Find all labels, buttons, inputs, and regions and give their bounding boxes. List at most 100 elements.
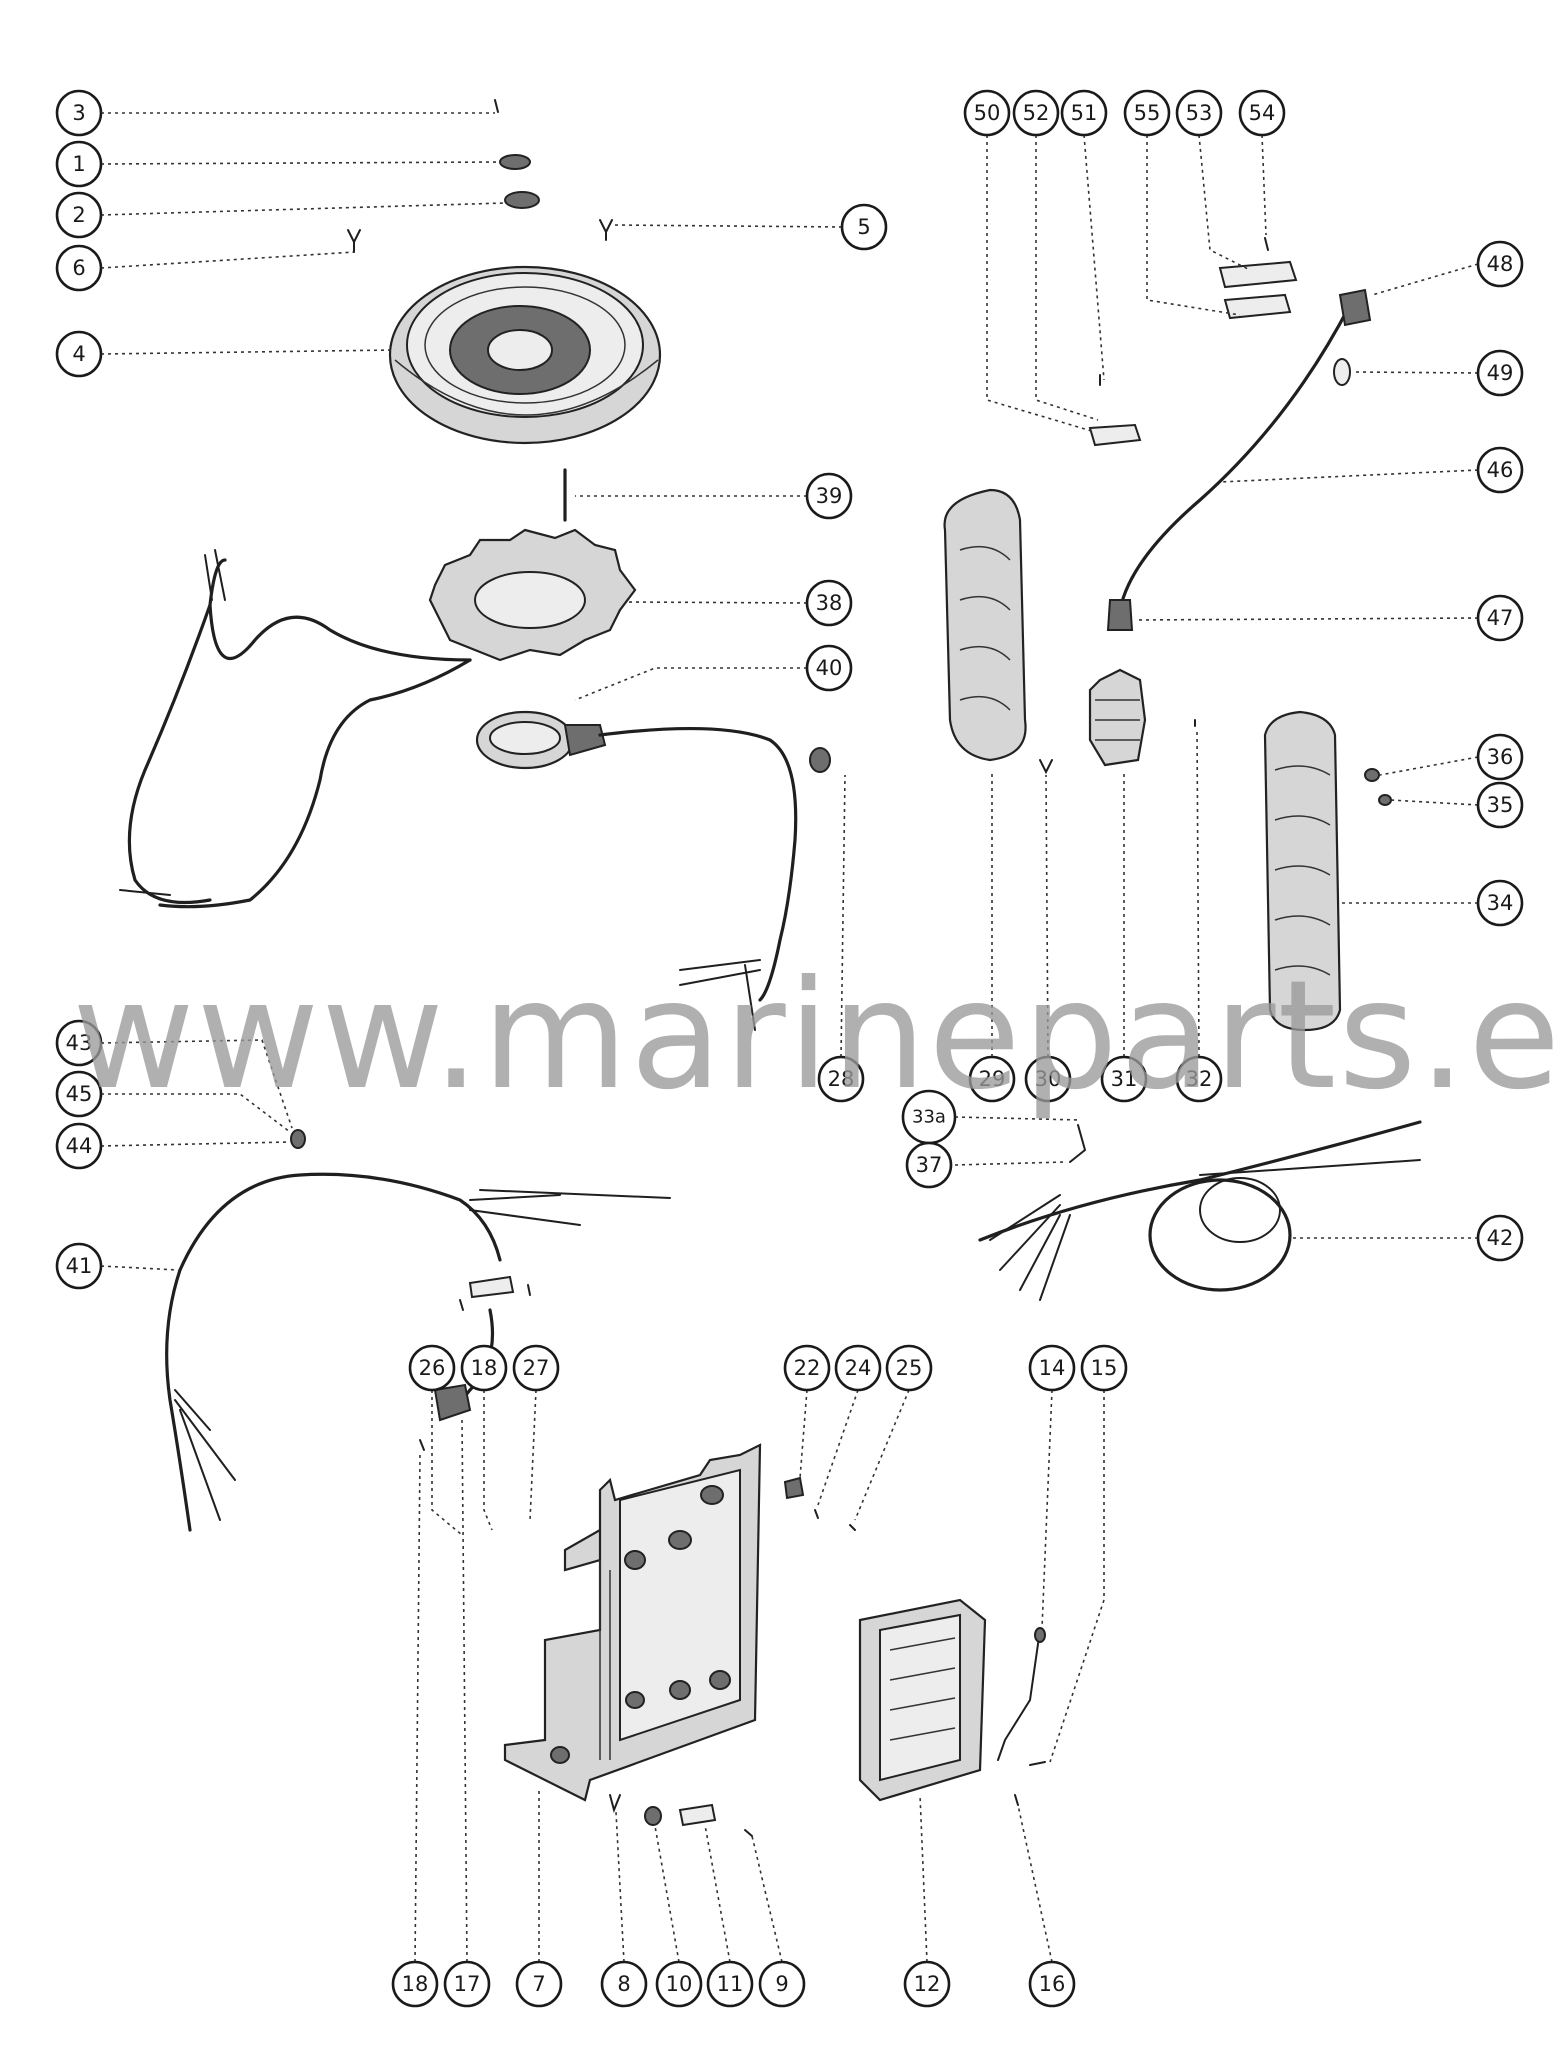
small-hardware-center-part [459, 1275, 856, 1531]
callout-label: 53 [1186, 101, 1213, 125]
callout-label: 28 [828, 1067, 855, 1091]
callout-label: 2 [72, 203, 85, 227]
callout-label: 17 [454, 1972, 481, 1996]
bottom-hardware-part [609, 1794, 753, 1837]
callout-39: 39 [805, 472, 853, 520]
callout-label: 29 [979, 1067, 1006, 1091]
screw-30-part [1039, 759, 1053, 775]
callout-32: 32 [1175, 1055, 1223, 1103]
callout-label: 42 [1487, 1226, 1514, 1250]
callout-label: 45 [66, 1082, 93, 1106]
trigger-part [475, 710, 798, 1031]
callout-52: 52 [1012, 89, 1060, 137]
callout-label: 12 [914, 1972, 941, 1996]
callout-37: 37 [905, 1141, 953, 1189]
callout-16: 16 [1028, 1960, 1076, 2008]
callout-45: 45 [55, 1070, 103, 1118]
callout-label: 54 [1249, 101, 1276, 125]
callout-label: 18 [471, 1356, 498, 1380]
callout-4: 4 [55, 330, 103, 378]
callout-label: 8 [617, 1972, 630, 1996]
callout-label: 22 [794, 1356, 821, 1380]
callout-label: 34 [1487, 891, 1514, 915]
callout-label: 10 [666, 1972, 693, 1996]
callout-26: 26 [408, 1344, 456, 1392]
callout-55: 55 [1123, 89, 1171, 137]
callout-label: 30 [1035, 1067, 1062, 1091]
callout-label: 1 [72, 152, 85, 176]
callout-label: 39 [816, 484, 843, 508]
callout-label: 11 [717, 1972, 744, 1996]
callout-44: 44 [55, 1122, 103, 1170]
callout-51: 51 [1060, 89, 1108, 137]
callout-15: 15 [1080, 1344, 1128, 1392]
callout-label: 36 [1487, 745, 1514, 769]
callout-48: 48 [1476, 240, 1524, 288]
callout-label: 51 [1071, 101, 1098, 125]
callout-17: 17 [443, 1960, 491, 2008]
stator-part [119, 528, 637, 909]
callout-label: 48 [1487, 252, 1514, 276]
callout-14: 14 [1028, 1344, 1076, 1392]
callout-label: 18 [402, 1972, 429, 1996]
callout-12: 12 [903, 1960, 951, 2008]
flywheel-nut-part [494, 99, 540, 209]
callout-label: 16 [1039, 1972, 1066, 1996]
callout-label: 40 [816, 656, 843, 680]
callout-36: 36 [1476, 733, 1524, 781]
callout-49: 49 [1476, 349, 1524, 397]
callout-label: 47 [1487, 606, 1514, 630]
flywheel-key-part [347, 219, 613, 253]
callout-6: 6 [55, 244, 103, 292]
callout-10: 10 [655, 1960, 703, 2008]
wiring-harness-42-part [978, 1120, 1422, 1301]
leader-lines [100, 112, 1479, 1963]
callout-30: 30 [1024, 1055, 1072, 1103]
callout-8: 8 [600, 1960, 648, 2008]
callout-35: 35 [1476, 781, 1524, 829]
callout-label: 41 [66, 1254, 93, 1278]
mounting-plate-7-part [503, 1443, 762, 1802]
callout-54: 54 [1238, 89, 1286, 137]
callout-label: 55 [1134, 101, 1161, 125]
callout-label: 32 [1186, 1067, 1213, 1091]
callout-31: 31 [1100, 1055, 1148, 1103]
callout-label: 5 [857, 215, 870, 239]
callout-9: 9 [758, 1960, 806, 2008]
callout-label: 44 [66, 1134, 93, 1158]
callout-40: 40 [805, 644, 853, 692]
terminal-block-34-part [1263, 710, 1392, 1032]
watermark-text: www.marineparts.eu [72, 949, 1568, 1123]
callout-label: 4 [72, 342, 85, 366]
callout-label: 33a [912, 1107, 946, 1128]
callout-46: 46 [1476, 446, 1524, 494]
callout-label: 43 [66, 1031, 93, 1055]
callout-label: 46 [1487, 458, 1514, 482]
callout-label: 7 [532, 1972, 545, 1996]
callout-2: 2 [55, 191, 103, 239]
callout-11: 11 [706, 1960, 754, 2008]
callout-1: 1 [55, 140, 103, 188]
switch-box-12-part [858, 1598, 987, 1802]
callout-label: 49 [1487, 361, 1514, 385]
lead-17-part [419, 1308, 495, 1451]
callout-label: 9 [775, 1972, 788, 1996]
callout-5: 5 [840, 203, 888, 251]
callout-7: 7 [515, 1960, 563, 2008]
callout-42: 42 [1476, 1214, 1524, 1262]
spark-plug-lead-part [1106, 288, 1372, 631]
callout-label: 6 [72, 256, 85, 280]
callout-label: 37 [916, 1153, 943, 1177]
callout-50: 50 [963, 89, 1011, 137]
callout-label: 50 [974, 101, 1001, 125]
callout-28: 28 [817, 1055, 865, 1103]
callout-3-top: 3 [55, 89, 103, 137]
callout-label: 25 [896, 1356, 923, 1380]
callout-38: 38 [805, 579, 853, 627]
callout-label: 24 [845, 1356, 872, 1380]
callout-label: 35 [1487, 793, 1514, 817]
callout-27: 27 [512, 1344, 560, 1392]
callout-label: 38 [816, 591, 843, 615]
small-hardware-top-right-part [1088, 237, 1298, 447]
callout-label: 52 [1023, 101, 1050, 125]
